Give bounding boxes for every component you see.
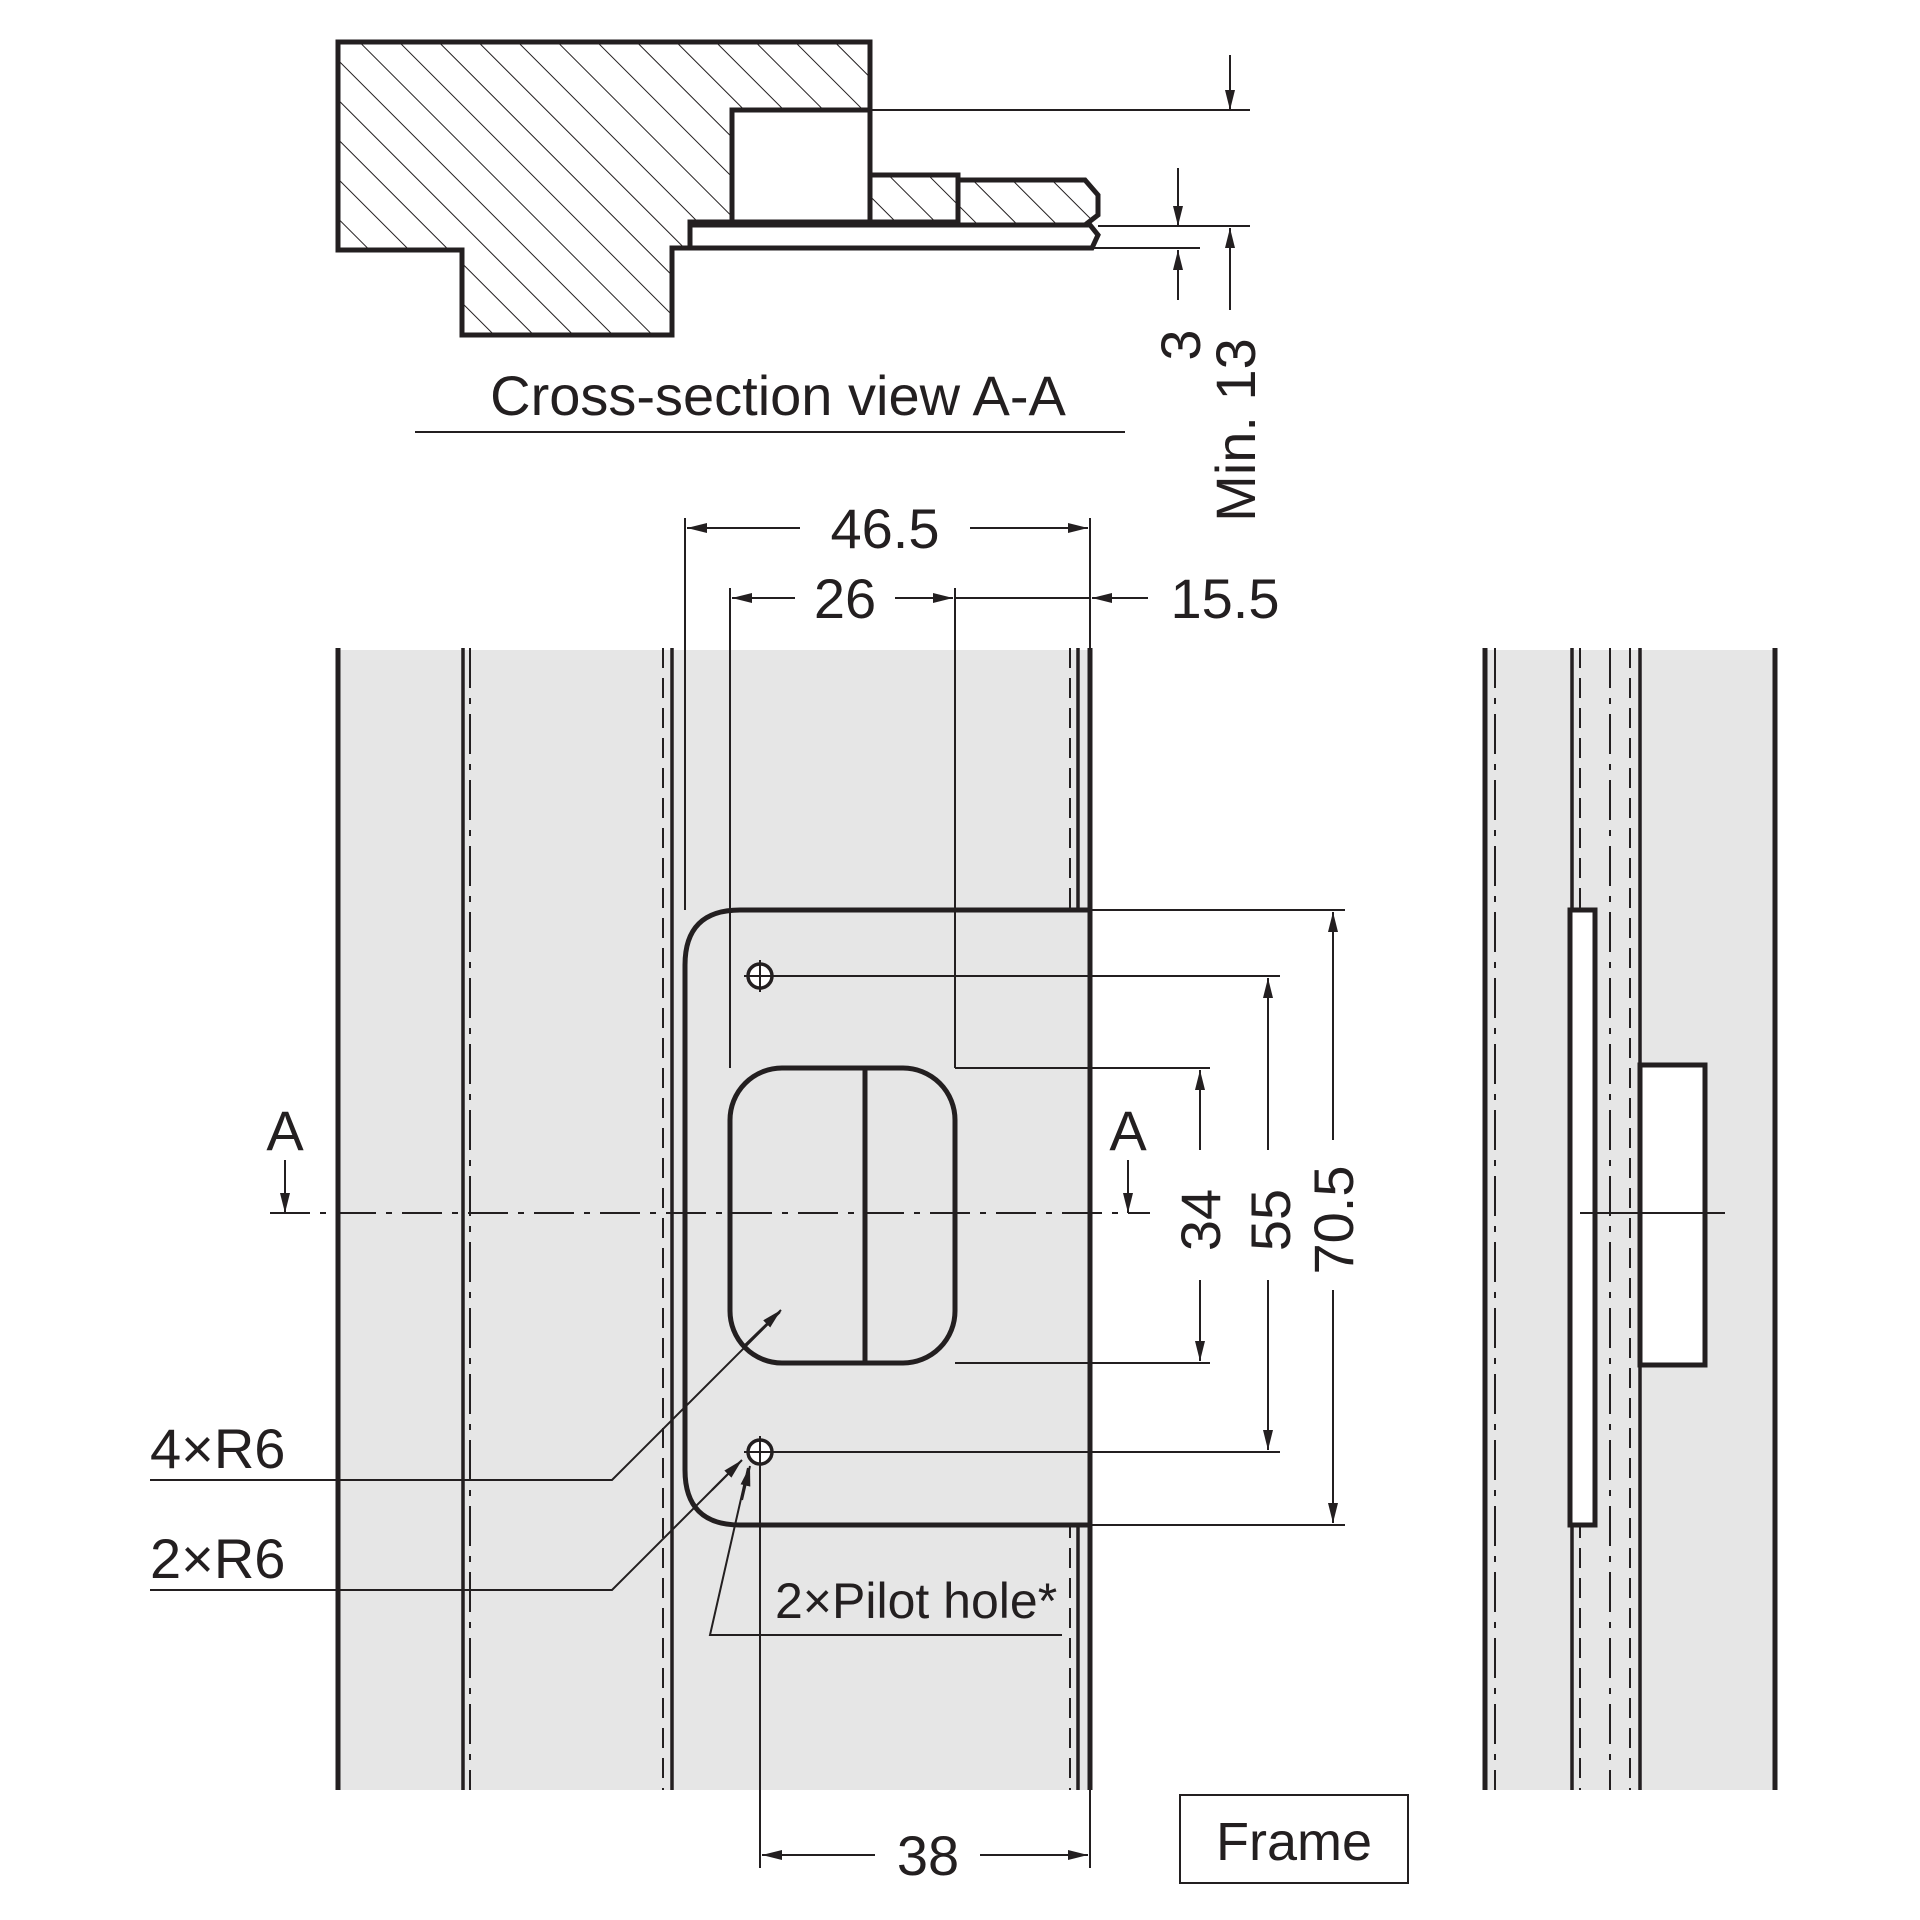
dim-46-5-label: 46.5	[831, 497, 940, 560]
leader-pilot-hole	[708, 1467, 1062, 1636]
dim-min-13-label: Min. 13	[1204, 338, 1267, 522]
leader-pilot-hole-arrow	[740, 1465, 751, 1501]
section-title: Cross-section view A-A	[490, 364, 1066, 427]
dim-55-label: 55	[1239, 1189, 1302, 1251]
callout-2xr6: 2×R6	[150, 1527, 285, 1590]
frame-label: Frame	[1216, 1812, 1372, 1872]
dim-15-5-label: 15.5	[1171, 567, 1280, 630]
section-plate-lip	[687, 222, 1101, 251]
callout-4xr6: 4×R6	[150, 1417, 285, 1480]
leader-4xr6-arrow	[744, 1309, 782, 1346]
section-mark-right: A	[1109, 1099, 1147, 1162]
front-view: A A 46.5 26 15.5 34 55	[150, 497, 1365, 1887]
leader-2xr6-arrow	[711, 1459, 743, 1491]
side-view	[1482, 648, 1778, 1790]
dim-26-label: 26	[814, 567, 876, 630]
section-pocket	[729, 107, 873, 225]
dim-3-label: 3	[1149, 329, 1212, 360]
leader-4xr6	[150, 1311, 781, 1481]
dim-38-label: 38	[897, 1824, 959, 1887]
section-mark-left: A	[266, 1099, 304, 1162]
frame-label-box: Frame	[1179, 1794, 1409, 1884]
leader-2xr6	[150, 1461, 741, 1591]
dim-34-label: 34	[1169, 1189, 1232, 1251]
hinge-slot	[727, 1065, 958, 1366]
cross-section-view: 3 Min. 13 Cross-section view A-A	[335, 39, 1267, 522]
side-hinge-body	[1637, 1062, 1708, 1368]
dim-70-5-label: 70.5	[1302, 1166, 1365, 1275]
callout-pilot-hole: 2×Pilot hole*	[775, 1573, 1057, 1629]
section-plate-hatched	[955, 177, 1101, 228]
side-plate	[1567, 907, 1598, 1528]
